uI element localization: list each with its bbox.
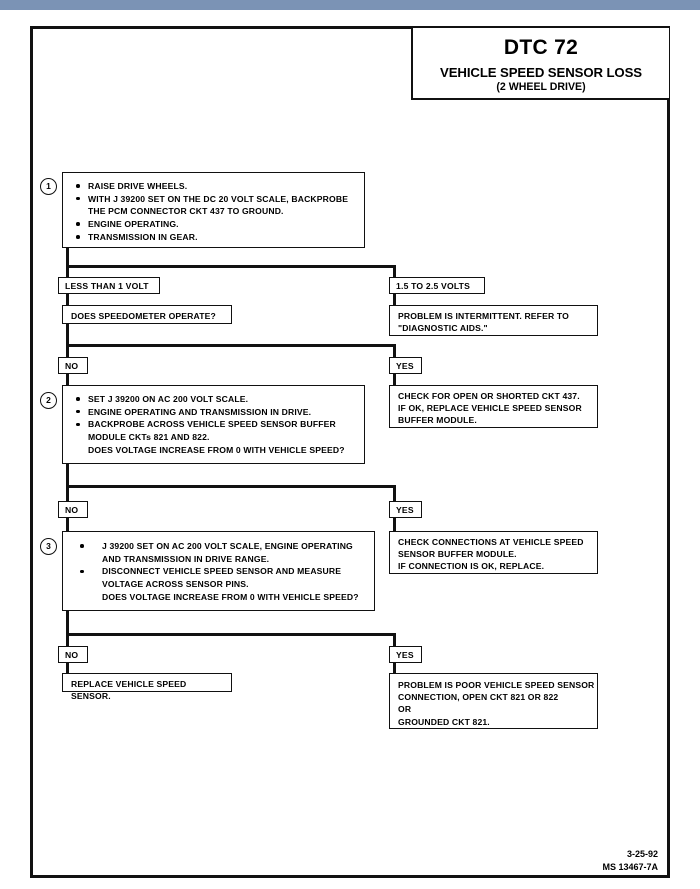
connector-split-1	[66, 265, 396, 268]
tag-less-than-1-volt: LESS THAN 1 VOLT	[58, 277, 160, 294]
step-marker-1: 1	[40, 178, 57, 195]
connector-step3-down	[66, 611, 69, 636]
connector-split-2	[66, 344, 396, 347]
tag-no-2: NO	[58, 501, 88, 518]
footer-reference: MS 13467-7A	[602, 862, 658, 873]
step-3-line-4: VOLTAGE ACROSS SENSOR PINS.	[102, 579, 249, 590]
step-1-line-2: WITH J 39200 SET ON THE DC 20 VOLT SCALE…	[71, 193, 357, 205]
step-2-line-3: BACKPROBE ACROSS VEHICLE SPEED SENSOR BU…	[71, 418, 357, 430]
step-1-list: RAISE DRIVE WHEELS. WITH J 39200 SET ON …	[71, 180, 357, 243]
connector-split-4	[66, 633, 396, 636]
dtc-code: DTC 72	[503, 36, 579, 59]
step-2-list: SET J 39200 ON AC 200 VOLT SCALE. ENGINE…	[71, 393, 357, 456]
connector-to-question1	[66, 294, 69, 305]
step-2-line-1: SET J 39200 ON AC 200 VOLT SCALE.	[71, 393, 357, 405]
connector-to-step2	[66, 374, 69, 385]
footer-date: 3-25-92	[626, 849, 658, 859]
result-intermittent-line-2: "DIAGNOSTIC AIDS."	[398, 323, 488, 334]
connector-to-poor-connection	[393, 663, 396, 673]
connector-split-2-left-down	[66, 344, 69, 358]
tag-yes-1: YES	[389, 357, 422, 374]
result-poor-connection-line-4: GROUNDED CKT 821.	[398, 716, 490, 727]
step-marker-2: 2	[40, 392, 57, 409]
result-intermittent-line-1: PROBLEM IS INTERMITTENT. REFER TO	[398, 311, 569, 321]
result-replace-sensor-text: REPLACE VEHICLE SPEED SENSOR.	[71, 679, 187, 702]
step-1-line-5: TRANSMISSION IN GEAR.	[71, 231, 357, 243]
question-1-box: DOES SPEEDOMETER OPERATE?	[62, 305, 232, 324]
connector-to-result-ckt437	[393, 374, 396, 385]
step-1-box: RAISE DRIVE WHEELS. WITH J 39200 SET ON …	[62, 172, 365, 248]
step-2-line-4: MODULE CKTs 821 AND 822.	[88, 432, 210, 443]
result-connections-line-1: CHECK CONNECTIONS AT VEHICLE SPEED	[398, 537, 584, 547]
result-poor-connection-line-2: CONNECTION, OPEN CKT 821 OR 822	[398, 692, 559, 703]
connector-to-result-connections	[393, 518, 396, 531]
tag-yes-2: YES	[389, 501, 422, 518]
top-color-band	[0, 0, 700, 10]
result-ckt437-box: CHECK FOR OPEN OR SHORTED CKT 437. IF OK…	[389, 385, 598, 428]
dtc-name: VEHICLE SPEED SENSOR LOSS	[440, 65, 642, 80]
step-2-box: SET J 39200 ON AC 200 VOLT SCALE. ENGINE…	[62, 385, 365, 464]
connector-split-4-left-down	[66, 633, 69, 647]
step-2-line-2: ENGINE OPERATING AND TRANSMISSION IN DRI…	[71, 406, 357, 418]
title-block: DTC 72 VEHICLE SPEED SENSOR LOSS (2 WHEE…	[411, 28, 669, 100]
step-2-line-5: DOES VOLTAGE INCREASE FROM 0 WITH VEHICL…	[88, 444, 345, 455]
result-poor-connection-line-1: PROBLEM IS POOR VEHICLE SPEED SENSOR	[398, 680, 595, 690]
connector-split-3-right-down	[393, 485, 396, 501]
connector-split-3	[66, 485, 396, 488]
connector-to-replace-sensor	[66, 663, 69, 673]
connector-split-2-right-down	[393, 344, 396, 358]
step-3-list: J 39200 SET ON AC 200 VOLT SCALE, ENGINE…	[71, 540, 367, 603]
result-connections-line-3: IF CONNECTION IS OK, REPLACE.	[398, 561, 545, 572]
step-3-box: J 39200 SET ON AC 200 VOLT SCALE, ENGINE…	[62, 531, 375, 611]
result-intermittent-box: PROBLEM IS INTERMITTENT. REFER TO "DIAGN…	[389, 305, 598, 336]
connector-step1-down	[66, 248, 69, 268]
step-marker-3: 3	[40, 538, 57, 555]
connector-split-1-right-down	[393, 265, 396, 278]
result-ckt437-line-2: IF OK, REPLACE VEHICLE SPEED SENSOR	[398, 403, 582, 414]
connector-split-4-right-down	[393, 633, 396, 647]
result-ckt437-line-1: CHECK FOR OPEN OR SHORTED CKT 437.	[398, 391, 580, 401]
step-3-line-5: DOES VOLTAGE INCREASE FROM 0 WITH VEHICL…	[102, 591, 359, 602]
step-3-line-3: DISCONNECT VEHICLE SPEED SENSOR AND MEAS…	[71, 565, 367, 577]
step-1-line-3: THE PCM CONNECTOR CKT 437 TO GROUND.	[88, 206, 284, 217]
tag-1.5-to-2.5-volts: 1.5 TO 2.5 VOLTS	[389, 277, 485, 294]
result-connections-box: CHECK CONNECTIONS AT VEHICLE SPEED SENSO…	[389, 531, 598, 574]
step-1-line-4: ENGINE OPERATING.	[71, 218, 357, 230]
step-3-line-2: AND TRANSMISSION IN DRIVE RANGE.	[102, 553, 270, 564]
dtc-variant: (2 WHEEL DRIVE)	[496, 81, 586, 93]
tag-no-3: NO	[58, 646, 88, 663]
result-ckt437-line-3: BUFFER MODULE.	[398, 415, 477, 426]
connector-split-1-left-down	[66, 265, 69, 278]
question-1-text: DOES SPEEDOMETER OPERATE?	[71, 311, 216, 321]
result-poor-connection-box: PROBLEM IS POOR VEHICLE SPEED SENSOR CON…	[389, 673, 598, 729]
connector-to-step3	[66, 518, 69, 531]
result-replace-sensor-box: REPLACE VEHICLE SPEED SENSOR.	[62, 673, 232, 701]
tag-no-1: NO	[58, 357, 88, 374]
result-poor-connection-line-3: OR	[398, 704, 412, 715]
result-connections-line-2: SENSOR BUFFER MODULE.	[398, 549, 517, 560]
tag-yes-3: YES	[389, 646, 422, 663]
step-1-line-1: RAISE DRIVE WHEELS.	[71, 180, 357, 192]
connector-question1-down	[66, 324, 69, 347]
footer-block: 3-25-92 MS 13467-7A	[602, 848, 658, 874]
connector-step2-down	[66, 464, 69, 488]
connector-to-intermittent	[393, 294, 396, 305]
connector-split-3-left-down	[66, 485, 69, 501]
step-3-line-1: J 39200 SET ON AC 200 VOLT SCALE, ENGINE…	[71, 540, 367, 552]
